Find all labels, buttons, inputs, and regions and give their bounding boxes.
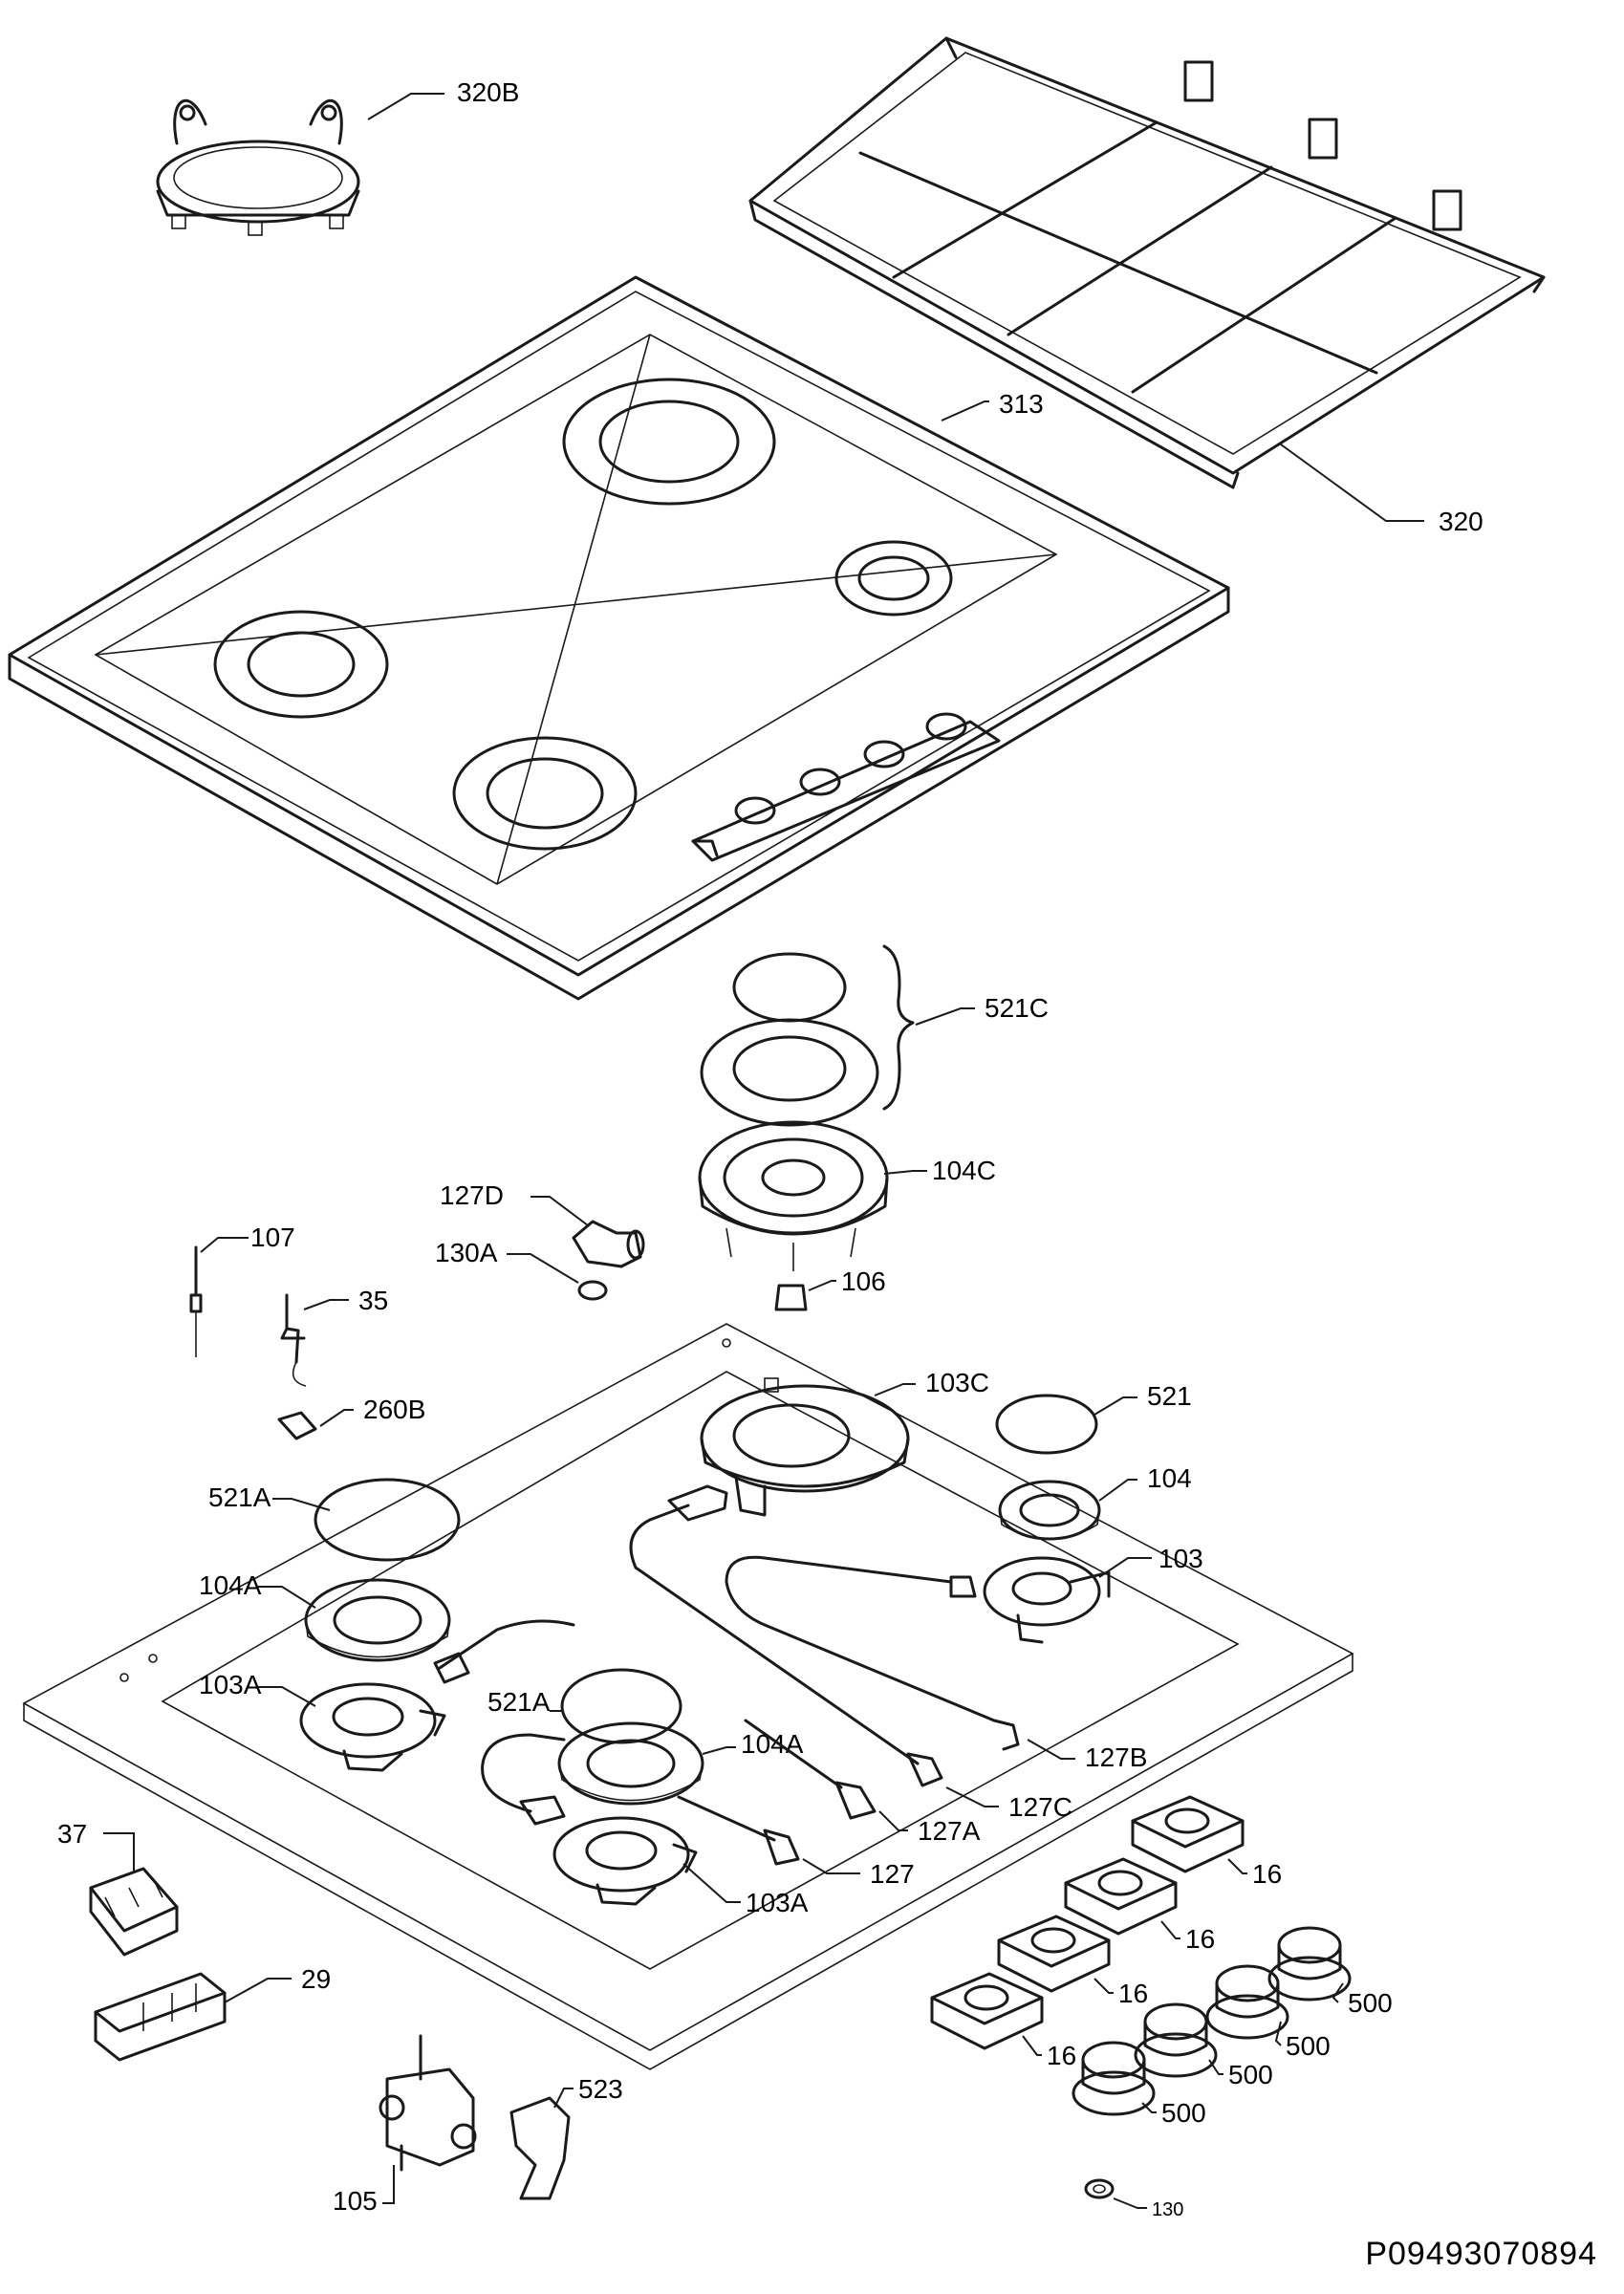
label-105: 105	[333, 2186, 378, 2216]
terminal-block-37	[89, 1867, 179, 1957]
label-103a-front: 103A	[746, 1888, 809, 1917]
burner-cap-521	[995, 1394, 1098, 1455]
label-500-3: 500	[1228, 2060, 1273, 2089]
ignition-generator-29	[94, 1972, 227, 2062]
gas-pipe-127	[481, 1733, 800, 1866]
label-127c: 127C	[1008, 1792, 1072, 1822]
knob-500-1	[1267, 1926, 1352, 2002]
burner-cap-521a-left	[314, 1478, 461, 1562]
label-16-2: 16	[1185, 1924, 1215, 1954]
label-127: 127	[870, 1859, 915, 1889]
label-127d: 127D	[440, 1180, 504, 1210]
gas-pipe-127a	[744, 1719, 877, 1820]
label-104a-left: 104A	[199, 1570, 262, 1600]
label-500-1: 500	[1348, 1988, 1393, 2018]
knob-500-2	[1205, 1964, 1289, 2040]
thermocouple-107	[189, 1245, 203, 1357]
label-103: 103	[1158, 1544, 1203, 1573]
label-320b: 320B	[457, 77, 519, 107]
label-521: 521	[1147, 1381, 1192, 1411]
injector-106	[774, 1284, 808, 1311]
drawing-code: P09493070894	[1365, 2236, 1597, 2272]
elbow-127d	[572, 1220, 645, 1268]
label-130: 130	[1152, 2199, 1183, 2220]
gas-tap-16-3	[997, 1915, 1111, 1993]
label-260b: 260B	[363, 1395, 425, 1424]
gas-valve-105	[379, 2034, 477, 2172]
pipe-stub-left	[438, 1619, 575, 1670]
label-521a-left: 521A	[208, 1482, 271, 1512]
knob-500-4	[1072, 2041, 1156, 2116]
burner-crown-104a-left	[304, 1578, 451, 1662]
label-103a-left: 103A	[199, 1670, 262, 1699]
label-106: 106	[841, 1266, 886, 1296]
label-16-4: 16	[1047, 2041, 1076, 2070]
burner-crown-104c	[698, 1120, 889, 1271]
label-16-3: 16	[1118, 1979, 1148, 2008]
burner-cap-set-521c	[700, 944, 915, 1127]
label-29: 29	[301, 1964, 331, 1994]
label-104c: 104C	[932, 1156, 996, 1185]
label-103c: 103C	[925, 1368, 989, 1397]
pipe-stub-left-nut	[433, 1652, 470, 1684]
label-500-4: 500	[1161, 2098, 1206, 2128]
gas-tap-16-1	[1131, 1795, 1245, 1873]
bracket-523	[509, 2096, 571, 2200]
label-127a: 127A	[918, 1816, 981, 1846]
gas-tap-16-4	[930, 1972, 1044, 2050]
gas-tap-16-2	[1064, 1857, 1178, 1936]
label-107: 107	[250, 1223, 295, 1252]
label-37: 37	[57, 1819, 87, 1849]
label-130a: 130A	[435, 1238, 498, 1267]
label-313: 313	[999, 389, 1044, 419]
burner-base-103c	[700, 1377, 910, 1517]
burner-base-103a-left	[299, 1682, 446, 1772]
base-tray	[22, 1323, 1354, 2070]
wok-ring-320b	[156, 99, 360, 236]
label-500-2: 500	[1286, 2031, 1331, 2061]
label-127b: 127B	[1085, 1742, 1147, 1772]
label-35: 35	[358, 1286, 388, 1315]
gas-pipe-127c	[629, 1484, 943, 1787]
burner-crown-104a-front	[557, 1721, 704, 1806]
gas-pipe-127b	[725, 1555, 1020, 1751]
knob-500-3	[1134, 2002, 1218, 2078]
washer-130	[1084, 2178, 1115, 2199]
burner-base-103a-front	[552, 1816, 698, 1906]
washer-130a	[577, 1280, 608, 1301]
label-104: 104	[1147, 1463, 1192, 1493]
label-521c: 521C	[985, 993, 1049, 1023]
label-523: 523	[578, 2074, 623, 2104]
pan-support-320	[748, 36, 1546, 489]
label-16-1: 16	[1252, 1859, 1282, 1889]
burner-cap-521a-front	[560, 1668, 682, 1744]
clip-260b	[277, 1411, 317, 1440]
burner-base-103	[983, 1556, 1111, 1644]
hob-top-313	[8, 275, 1230, 1001]
label-521a-front: 521A	[487, 1687, 551, 1717]
burner-crown-104	[998, 1480, 1101, 1541]
label-320: 320	[1439, 507, 1483, 536]
electrode-35	[280, 1293, 307, 1387]
